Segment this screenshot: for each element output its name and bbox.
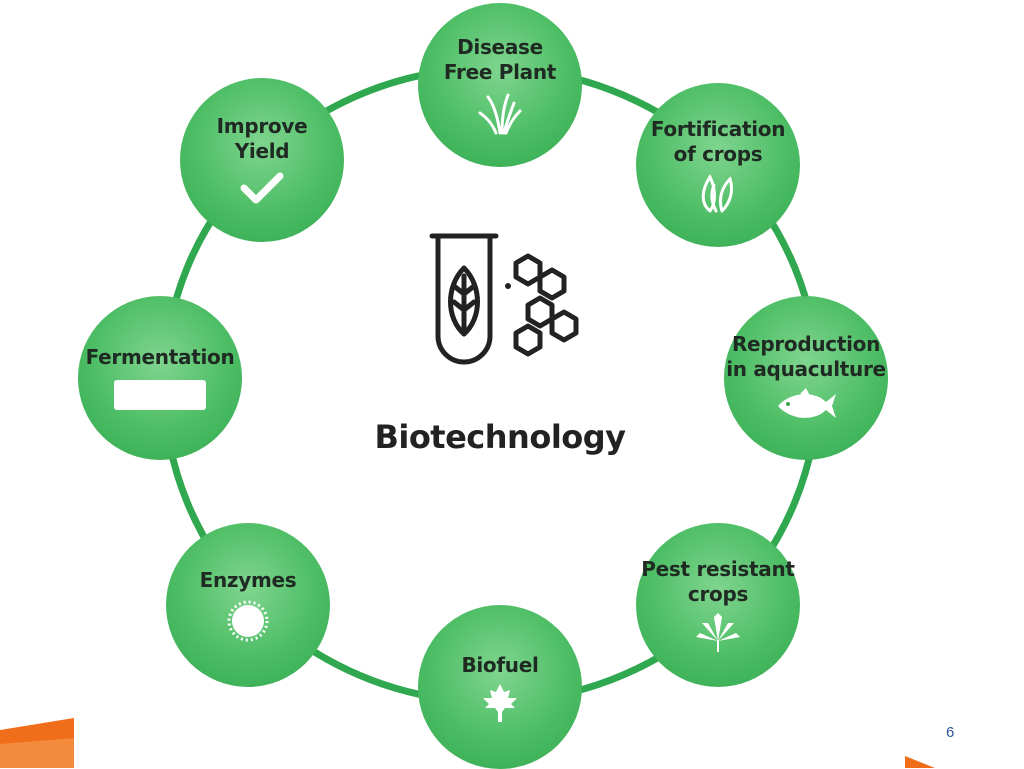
fish-icon — [778, 388, 836, 418]
node-disease-free-plant: Disease Free Plant — [418, 3, 582, 167]
orange-corner-decoration — [0, 718, 74, 768]
node-label: Pest resistant crops — [641, 557, 795, 606]
node-pest-resistant-crops: Pest resistant crops — [636, 523, 800, 687]
enzyme-icon — [227, 600, 269, 641]
node-label: Reproduction in aquaculture — [726, 332, 886, 381]
page-number: 6 — [946, 724, 955, 741]
node-label: Enzymes — [199, 567, 297, 592]
node-label: Biofuel — [461, 652, 539, 677]
seaweed-icon — [701, 174, 734, 213]
orange-corner-decoration-right — [905, 756, 935, 768]
cannabis-leaf-icon — [696, 613, 740, 652]
node-fermentation: Fermentation — [78, 296, 242, 460]
node-reproduction-in-aquaculture: Reproduction in aquaculture — [724, 296, 888, 460]
node-fortification-of-crops: Fortification of crops — [636, 83, 800, 247]
node-biofuel: Biofuel — [418, 605, 582, 769]
check-icon — [240, 172, 284, 204]
maple-leaf-icon — [483, 683, 517, 722]
node-label: Fortification of crops — [650, 117, 786, 166]
grass-icon — [478, 93, 522, 135]
node-label: Improve Yield — [216, 114, 308, 163]
diagram-title: Biotechnology — [374, 418, 626, 456]
white-bar-icon — [114, 379, 206, 410]
node-improve-yield: Improve Yield — [180, 78, 344, 242]
test-tube-leaf-molecule-icon — [429, 233, 579, 365]
node-label: Disease Free Plant — [443, 35, 557, 84]
node-label: Fermentation — [85, 344, 235, 369]
node-enzymes: Enzymes — [166, 523, 330, 687]
